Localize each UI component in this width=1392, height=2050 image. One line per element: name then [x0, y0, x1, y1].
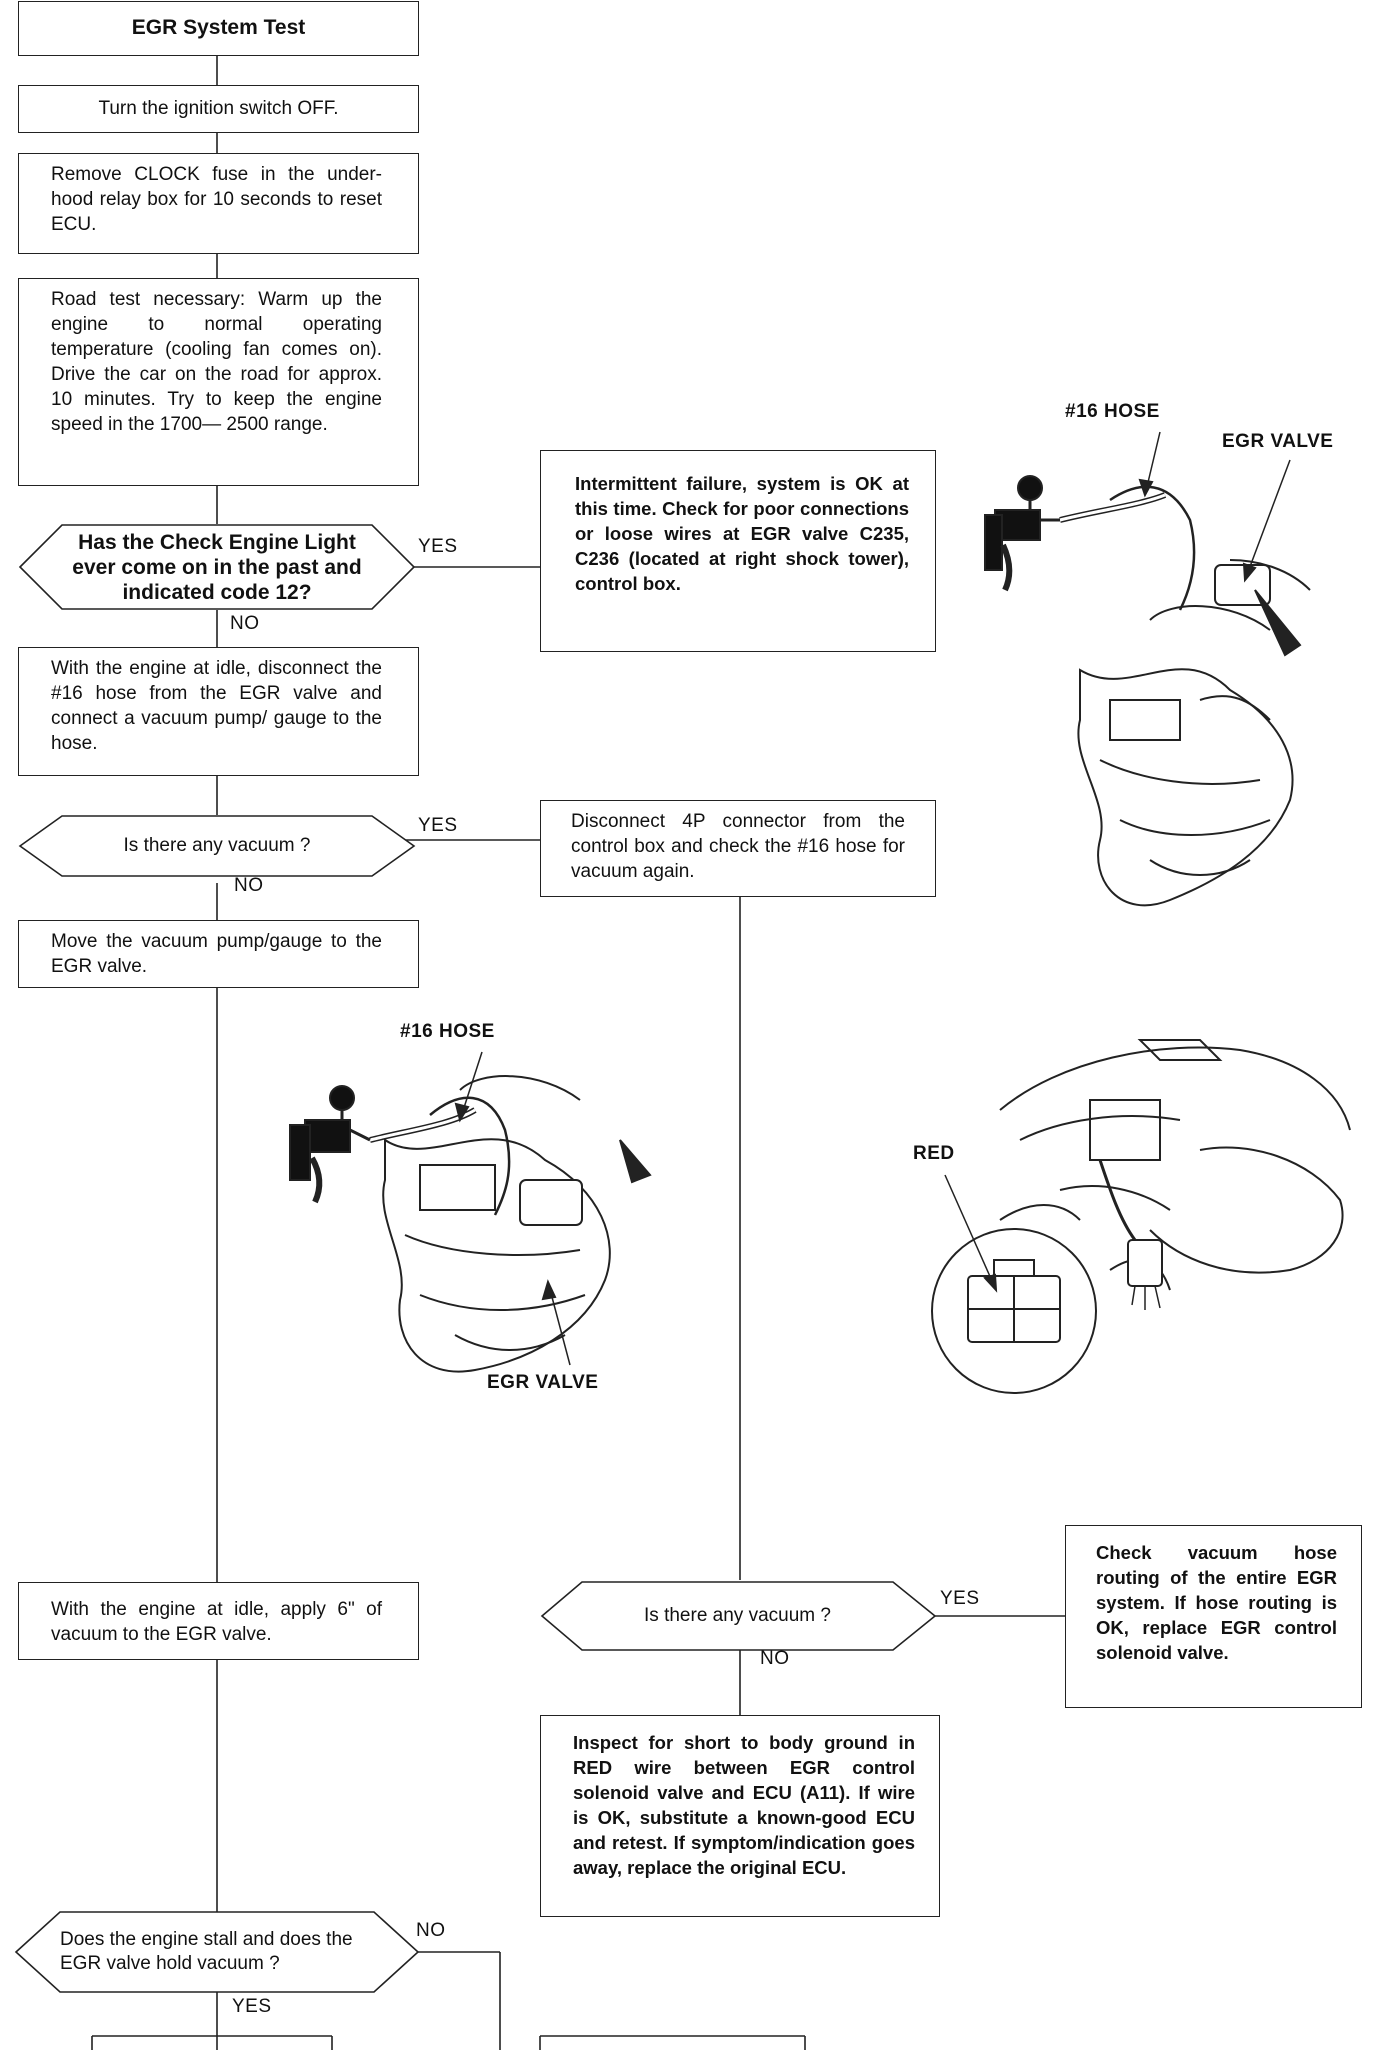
step-inspect-short-text: Inspect for short to body ground in RED …	[573, 1732, 915, 1878]
egr-valve-illustration-1	[984, 431, 1311, 907]
decision-stall-shape	[14, 1911, 420, 1993]
no-label-check-engine: NO	[230, 613, 260, 634]
yes-label-check-engine: YES	[418, 536, 458, 557]
callout-egr-valve-mid: EGR VALVE	[487, 1372, 599, 1393]
step-intermittent: Intermittent failure, system is OK at th…	[540, 450, 936, 652]
step-road-test: Road test necessary: Warm up the engine …	[18, 278, 419, 486]
step-check-routing: Check vacuum hose routing of the entire …	[1065, 1525, 1362, 1708]
decision-vacuum-2-shape	[540, 1581, 937, 1651]
no-label-stall: NO	[416, 1920, 446, 1941]
connector-illustration	[931, 1039, 1351, 1394]
egr-valve-illustration-2	[289, 1051, 652, 1373]
step-move-gauge: Move the vacuum pump/gauge to the EGR va…	[18, 920, 419, 988]
page-title: EGR System Test	[18, 1, 419, 56]
decision-stall: Does the engine stall and does the EGR v…	[60, 1912, 374, 1992]
step-ignition-off: Turn the ignition switch OFF.	[18, 85, 419, 133]
yes-label-vacuum-1: YES	[418, 815, 458, 836]
step-inspect-short: Inspect for short to body ground in RED …	[540, 1715, 940, 1917]
callout-red: RED	[913, 1143, 955, 1164]
step-check-routing-text: Check vacuum hose routing of the entire …	[1096, 1542, 1337, 1663]
step-remove-fuse: Remove CLOCK fuse in the under-hood rela…	[18, 153, 419, 254]
decision-vacuum-2: Is there any vacuum ?	[582, 1582, 893, 1650]
step-intermittent-text: Intermittent failure, system is OK at th…	[575, 473, 909, 594]
decision-check-engine-shape	[18, 524, 416, 610]
decision-vacuum-1-text: Is there any vacuum ?	[123, 835, 311, 856]
callout-egr-valve-top: EGR VALVE	[1222, 431, 1334, 452]
decision-vacuum-1-shape	[18, 815, 416, 877]
step-disconnect-hose: With the engine at idle, disconnect the …	[18, 647, 419, 776]
step-ignition-off-text: Turn the ignition switch OFF.	[98, 98, 339, 119]
decision-check-engine: Has the Check Engine Light ever come on …	[62, 525, 372, 609]
step-disconnect-hose-text: With the engine at idle, disconnect the …	[51, 658, 382, 754]
step-move-gauge-text: Move the vacuum pump/gauge to the EGR va…	[51, 931, 382, 977]
decision-vacuum-2-text: Is there any vacuum ?	[644, 1605, 831, 1626]
decision-check-engine-text: Has the Check Engine Light ever come on …	[72, 530, 362, 604]
step-disconnect-4p: Disconnect 4P connector from the control…	[540, 800, 936, 897]
page-title-text: EGR System Test	[131, 16, 306, 39]
decision-stall-text: Does the engine stall and does the EGR v…	[60, 1929, 353, 1974]
no-label-vacuum-2: NO	[760, 1648, 790, 1669]
step-disconnect-4p-text: Disconnect 4P connector from the control…	[571, 811, 905, 882]
no-label-vacuum-1: NO	[234, 875, 264, 896]
yes-label-stall: YES	[232, 1996, 272, 2017]
callout-hose-16-mid: #16 HOSE	[400, 1021, 495, 1042]
step-remove-fuse-text: Remove CLOCK fuse in the under-hood rela…	[51, 164, 382, 235]
step-apply-vacuum-text: With the engine at idle, apply 6" of vac…	[51, 1599, 382, 1645]
callout-hose-16-top: #16 HOSE	[1065, 401, 1160, 422]
step-road-test-text: Road test necessary: Warm up the engine …	[51, 289, 382, 435]
step-apply-vacuum: With the engine at idle, apply 6" of vac…	[18, 1582, 419, 1660]
decision-vacuum-1: Is there any vacuum ?	[62, 816, 372, 876]
yes-label-vacuum-2: YES	[940, 1588, 980, 1609]
